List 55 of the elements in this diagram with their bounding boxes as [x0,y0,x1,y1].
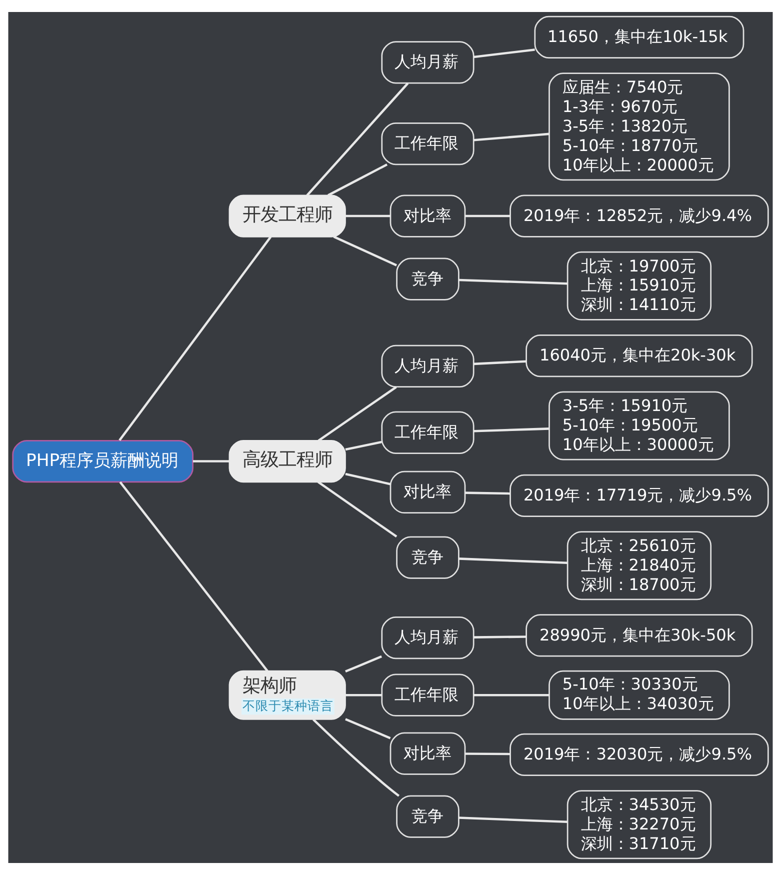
connector [465,214,510,217]
node-box: 对比率 [390,470,466,514]
node-box: 工作年限 [381,410,474,454]
node-box: 北京：34530元 上海：32270元 深圳：31710元 [566,790,712,859]
connector [345,214,390,217]
connector [474,427,549,432]
connector [458,557,568,564]
connector [474,635,526,638]
connector [458,816,568,823]
node-box: 应届生：7540元 1-3年：9670元 3-5年：13820元 5-10年：18770元 10年以上：20000元 [548,72,730,180]
node-box: 11650，集中在10k-15k [534,15,744,58]
node-box: 2019年：32030元，减少9.5% [510,732,769,776]
connector [465,752,510,755]
node-box: 北京：25610元 上海：21840元 深圳：18700元 [566,530,712,600]
connector [333,235,398,266]
connector [345,654,382,672]
node-box: 5-10年：30330元 10年以上：34030元 [548,670,730,720]
node-box: 竞争 [396,257,460,300]
connector [306,82,409,196]
connector [345,440,382,450]
node-box: 2019年：12852元，减少9.4% [510,194,769,237]
connector [345,718,391,739]
connector [474,132,550,141]
connector [474,693,549,696]
connector [328,163,388,196]
node-box: 开发工程师 [228,194,346,237]
node-box: 2019年：17719元，减少9.5% [510,474,769,516]
node-box: 人均月薪 [381,344,474,387]
connector [474,360,526,365]
connector [474,48,535,58]
node-box: 竞争 [396,794,460,838]
connector [317,480,398,538]
node-box: 北京：19700元 上海：15910元 深圳：14110元 [566,250,712,320]
node-box: 28990元，集中在30k-50k [526,614,753,656]
node-box: 工作年限 [381,122,474,165]
connector [345,693,382,696]
node-box: 竞争 [396,536,460,578]
node-box: 16040元，集中在20k-30k [526,334,753,377]
connector [318,386,397,442]
node-box: 对比率 [390,732,466,774]
node-box: 人均月薪 [381,616,474,659]
node-box: 3-5年：15910元 5-10年：19500元 10年以上：30000元 [548,390,730,460]
node-box: PHP程序员薪酬说明 [12,439,194,482]
node-box: 架构师 不限于某种语言 [228,670,346,720]
connector [458,278,568,284]
connector [192,460,230,462]
node-box: 对比率 [390,194,466,237]
node-box: 高级工程师 [228,439,346,482]
connector [119,480,268,672]
connector [345,472,391,485]
connector [465,491,510,494]
node-box: 人均月薪 [381,40,474,84]
node-box: 工作年限 [381,673,474,716]
connector [118,236,272,441]
connector [312,718,400,796]
